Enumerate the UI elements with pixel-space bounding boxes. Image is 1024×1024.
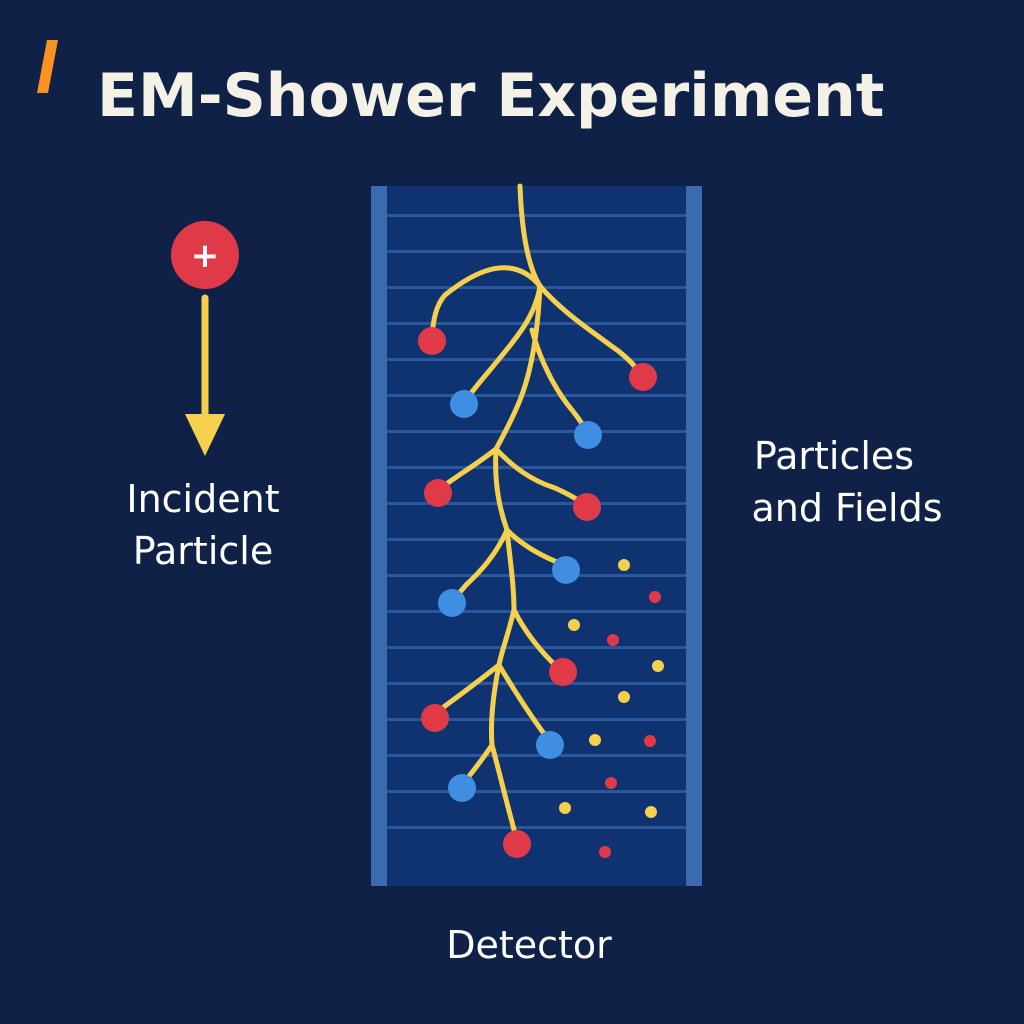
yellow-particle-small bbox=[568, 619, 580, 631]
side-label-line2: and Fields bbox=[751, 486, 942, 530]
detector-layer bbox=[387, 682, 686, 685]
detector-layer bbox=[387, 430, 686, 433]
page-title: EM-Shower Experiment bbox=[97, 61, 884, 131]
red-particle bbox=[503, 830, 531, 858]
detector-layer bbox=[387, 826, 686, 829]
red-particle-small bbox=[607, 634, 619, 646]
yellow-particle-small bbox=[589, 734, 601, 746]
yellow-particle-small bbox=[618, 559, 630, 571]
yellow-particle-small bbox=[645, 806, 657, 818]
red-particle bbox=[573, 493, 601, 521]
detector-layer bbox=[387, 574, 686, 577]
particles bbox=[418, 327, 664, 858]
detector-layer bbox=[387, 286, 686, 289]
down-arrow-icon bbox=[185, 294, 225, 456]
yellow-particle-small bbox=[618, 691, 630, 703]
side-label-line1: Particles bbox=[754, 434, 914, 478]
detector-layer bbox=[387, 358, 686, 361]
detector bbox=[371, 186, 702, 886]
incident-particle: + bbox=[171, 221, 239, 289]
charge-symbol: + bbox=[191, 236, 220, 276]
detector-edge-right bbox=[686, 186, 702, 886]
blue-particle bbox=[450, 390, 478, 418]
red-particle bbox=[421, 704, 449, 732]
blue-particle bbox=[438, 589, 466, 617]
title-accent-icon bbox=[37, 40, 58, 93]
detector-layer bbox=[387, 214, 686, 217]
incident-label-line1: Incident bbox=[126, 477, 279, 521]
red-particle bbox=[549, 658, 577, 686]
positive-particle-icon bbox=[171, 221, 239, 289]
yellow-particle-small bbox=[559, 802, 571, 814]
detector-layer bbox=[387, 394, 686, 397]
red-particle-small bbox=[599, 846, 611, 858]
detector-layer bbox=[387, 538, 686, 541]
detector-layer bbox=[387, 466, 686, 469]
blue-particle bbox=[536, 731, 564, 759]
detector-edge-left bbox=[371, 186, 387, 886]
red-particle-small bbox=[644, 735, 656, 747]
blue-particle bbox=[448, 774, 476, 802]
blue-particle bbox=[552, 556, 580, 584]
blue-particle bbox=[574, 421, 602, 449]
detector-layer bbox=[387, 790, 686, 793]
detector-layer bbox=[387, 502, 686, 505]
red-particle bbox=[629, 363, 657, 391]
red-particle bbox=[424, 479, 452, 507]
red-particle-small bbox=[649, 591, 661, 603]
detector-layer bbox=[387, 250, 686, 253]
red-particle bbox=[418, 327, 446, 355]
incident-label-line2: Particle bbox=[133, 529, 273, 573]
red-particle-small bbox=[605, 777, 617, 789]
detector-body bbox=[371, 186, 702, 886]
yellow-particle-small bbox=[652, 660, 664, 672]
detector-layer bbox=[387, 610, 686, 613]
detector-layer bbox=[387, 754, 686, 757]
detector-label: Detector bbox=[446, 923, 612, 967]
